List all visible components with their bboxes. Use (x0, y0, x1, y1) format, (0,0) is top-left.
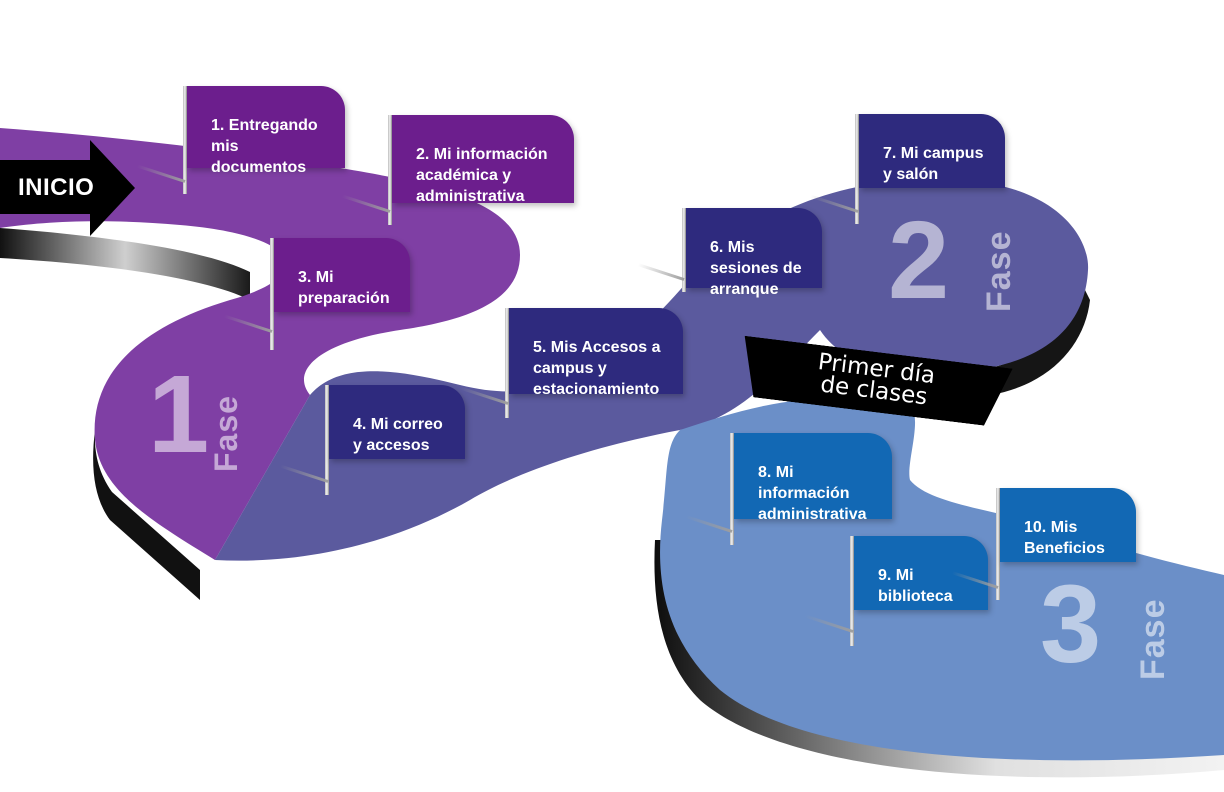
step-10-label: 10. Mis Beneficios (1024, 519, 1105, 557)
step-1-flag[interactable]: 1. Entregando mis documentos (187, 86, 345, 176)
step-2-flag[interactable]: 2. Mi información académica y administra… (392, 115, 574, 205)
start-arrow (0, 140, 135, 236)
phase-2-number: 2 (888, 199, 950, 322)
step-3-flag[interactable]: 3. Mi preparación (274, 238, 410, 312)
step-8-label: 8. Mi información administrativa (758, 464, 867, 523)
start-label: INICIO (18, 174, 95, 201)
phase-2-word: Fase (980, 230, 1018, 313)
step-7-flag[interactable]: 7. Mi campus y salón (859, 114, 1005, 188)
step-6-flag[interactable]: 6. Mis sesiones de arranque (686, 208, 822, 298)
step-3-label: 3. Mi preparación (298, 269, 390, 307)
flag-pole (388, 115, 392, 225)
step-8-flag[interactable]: 8. Mi información administrativa (734, 433, 892, 523)
step-5-label: 5. Mis Accesos a campus y estacionamient… (533, 339, 661, 398)
step-9-flag[interactable]: 9. Mi biblioteca (854, 536, 988, 610)
flag-pole (855, 114, 859, 224)
step-4-flag[interactable]: 4. Mi correo y accesos (329, 385, 465, 459)
flag-pole (850, 536, 854, 646)
phase-3-number: 3 (1040, 563, 1102, 686)
flag-pole (682, 208, 686, 292)
flag-pole (996, 488, 1000, 600)
phase-1-road (0, 128, 520, 560)
step-2-label: 2. Mi información académica y administra… (416, 146, 548, 205)
step-1-label: 1. Entregando mis documentos (211, 117, 318, 176)
flag-pole (730, 433, 734, 545)
flag-pole (270, 238, 274, 350)
step-7-label: 7. Mi campus y salón (883, 145, 984, 183)
flag-pole (505, 308, 509, 418)
flag-pole (325, 385, 329, 495)
step-9-label: 9. Mi biblioteca (878, 567, 953, 605)
flag-pole (183, 86, 187, 194)
phase-1-number: 1 (148, 353, 210, 476)
step-6-label: 6. Mis sesiones de arranque (710, 239, 802, 298)
phase-3-word: Fase (1134, 598, 1172, 681)
step-4-label: 4. Mi correo y accesos (353, 416, 443, 454)
phase-1-word: Fase (208, 395, 244, 472)
step-5-flag[interactable]: 5. Mis Accesos a campus y estacionamient… (509, 308, 683, 398)
step-10-flag[interactable]: 10. Mis Beneficios (1000, 488, 1136, 562)
